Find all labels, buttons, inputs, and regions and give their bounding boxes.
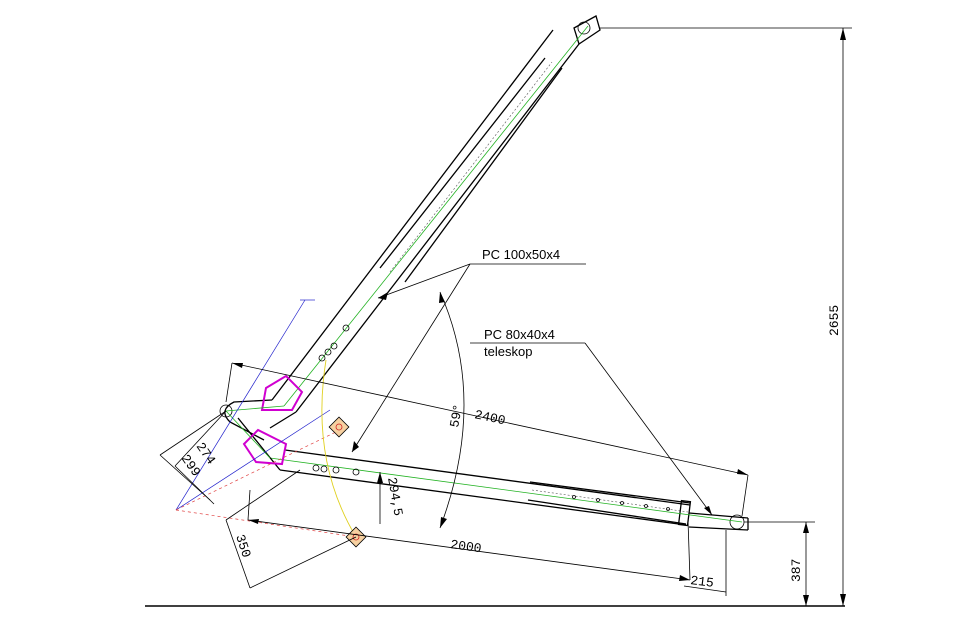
upper-end-hole	[577, 21, 591, 35]
dim-hinge-offset	[377, 472, 383, 524]
upper-profile-label: PC 100x50x4	[482, 247, 560, 262]
leaders	[351, 263, 713, 516]
dim-lower-arm	[247, 489, 691, 581]
lower-joint-plate	[242, 428, 288, 466]
lower-arm	[269, 449, 749, 531]
hinge-pivot	[219, 404, 233, 418]
lower-profile-label-2: teleskop	[484, 344, 532, 359]
upper-arm	[271, 15, 601, 413]
dim-pivot-offsets	[159, 410, 227, 505]
construction-lines	[175, 299, 367, 548]
dim-lower-arm-value: 2000	[449, 537, 482, 556]
dim-end-height	[744, 521, 815, 606]
lower-profile-label: PC 80x40x4	[484, 327, 555, 342]
dim-end-height-value: 387	[789, 559, 804, 582]
dim-angle	[439, 291, 465, 529]
dim-total-height	[600, 27, 852, 606]
dim-base-offset-value: 350	[232, 533, 253, 560]
dim-base-offset	[225, 469, 357, 589]
dim-angle-value: 59°	[447, 403, 466, 429]
dim-telescope-end	[683, 530, 727, 596]
upper-joint-plate	[260, 374, 304, 411]
dim-upper-arm-value: 2400	[473, 407, 507, 428]
dim-hinge-offset-value: 294,5	[384, 476, 406, 517]
dim-total-height-value: 2655	[827, 305, 842, 336]
hinge-joint	[219, 374, 304, 471]
dim-upper-arm	[225, 362, 749, 517]
dim-telescope-end-value: 215	[690, 573, 715, 591]
upper-anchor-marker	[328, 416, 350, 438]
